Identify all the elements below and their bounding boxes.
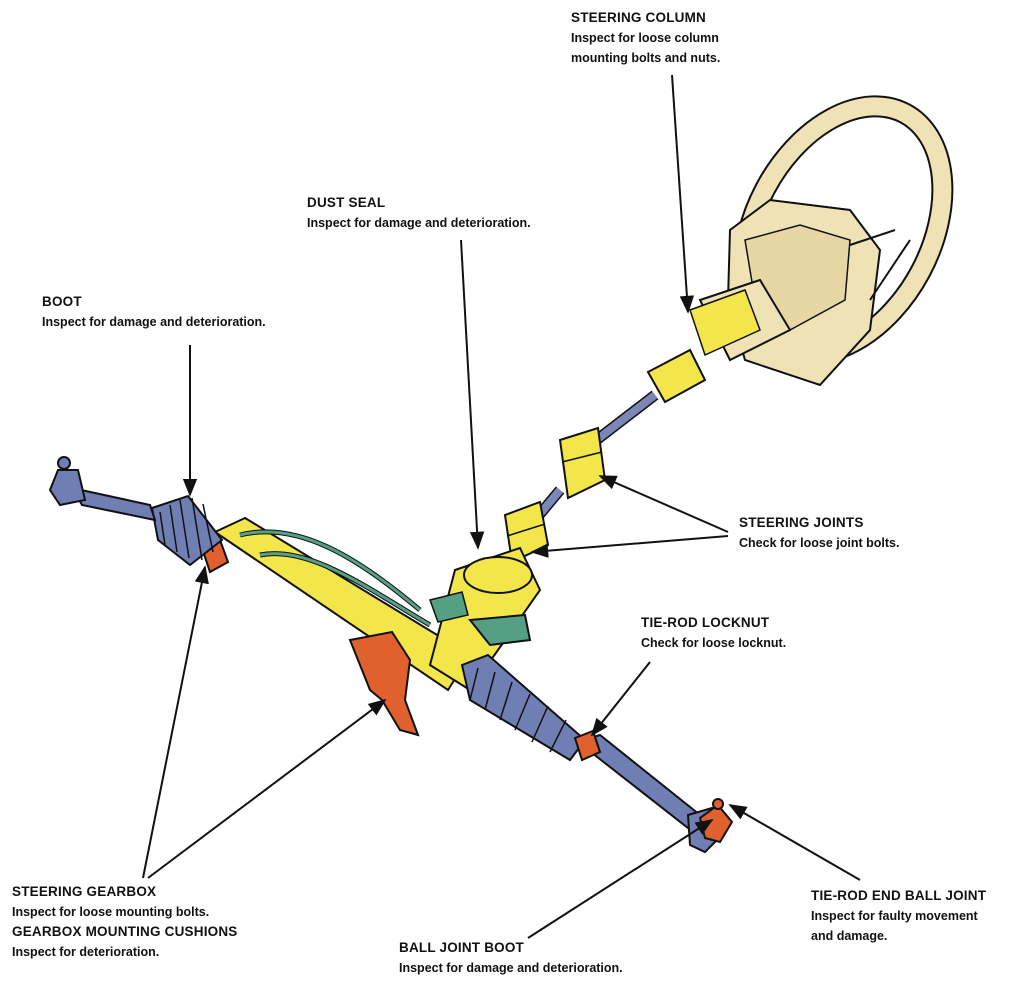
leader-steering-joint-upper [600, 476, 728, 532]
callout-steering-column: STEERING COLUMN Inspect for loose column… [571, 8, 720, 68]
callout-desc: Inspect for damage and deterioration. [399, 958, 623, 978]
callout-steering-gearbox: STEERING GEARBOX Inspect for loose mount… [12, 882, 238, 962]
callout-title: TIE-ROD LOCKNUT [641, 613, 786, 633]
callout-dust-seal: DUST SEAL Inspect for damage and deterio… [307, 193, 531, 233]
callout-title: GEARBOX MOUNTING CUSHIONS [12, 922, 238, 942]
leader-tie-rod-locknut [592, 662, 650, 735]
leader-steering-joint-lower [532, 536, 728, 552]
callout-title: STEERING COLUMN [571, 8, 720, 28]
callout-desc: Inspect for damage and deterioration. [42, 312, 266, 332]
callout-desc: Inspect for damage and deterioration. [307, 213, 531, 233]
leader-steering-column [672, 75, 688, 312]
callout-desc: and damage. [811, 926, 986, 946]
leader-gearbox-cushion [148, 700, 385, 878]
callout-desc: Inspect for faulty movement [811, 906, 986, 926]
callout-title: STEERING GEARBOX [12, 882, 238, 902]
callout-desc: Inspect for deterioration. [12, 942, 238, 962]
callout-title: BOOT [42, 292, 266, 312]
leader-gearbox-left [143, 567, 205, 878]
callout-title: DUST SEAL [307, 193, 531, 213]
right-boot [462, 655, 585, 760]
ball-joint-boot [700, 799, 732, 842]
left-tie-rod [50, 457, 155, 520]
callout-desc: Inspect for loose mounting bolts. [12, 902, 238, 922]
leader-ball-joint-boot [528, 820, 712, 938]
steering-column [648, 280, 790, 402]
callout-tie-rod-end: TIE-ROD END BALL JOINT Inspect for fault… [811, 886, 986, 946]
callout-title: TIE-ROD END BALL JOINT [811, 886, 986, 906]
steering-joint-upper [560, 428, 605, 498]
callout-tie-rod-locknut: TIE-ROD LOCKNUT Check for loose locknut. [641, 613, 786, 653]
callout-ball-joint-boot: BALL JOINT BOOT Inspect for damage and d… [399, 938, 623, 978]
callout-title: BALL JOINT BOOT [399, 938, 623, 958]
callout-desc: Inspect for loose column [571, 28, 720, 48]
callout-boot: BOOT Inspect for damage and deterioratio… [42, 292, 266, 332]
leader-dust-seal [461, 240, 478, 548]
callout-title: STEERING JOINTS [739, 513, 899, 533]
callout-desc: Check for loose locknut. [641, 633, 786, 653]
callout-desc: mounting bolts and nuts. [571, 48, 720, 68]
leader-tie-rod-end [730, 805, 860, 880]
callout-desc: Check for loose joint bolts. [739, 533, 899, 553]
callout-steering-joints: STEERING JOINTS Check for loose joint bo… [739, 513, 899, 553]
